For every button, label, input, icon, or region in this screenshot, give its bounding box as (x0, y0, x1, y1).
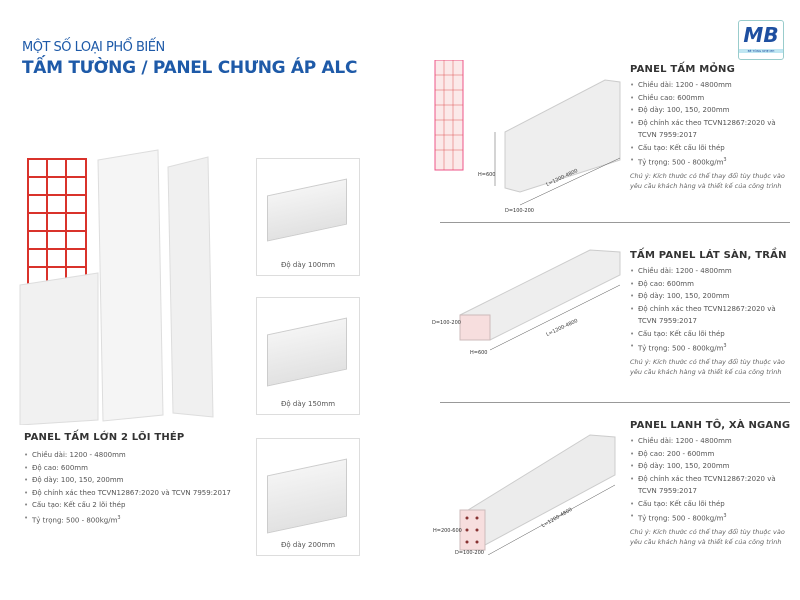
density: Tỷ trọng: 500 - 800kg/m (638, 514, 724, 523)
spec-item: Tỷ trọng: 500 - 800kg/m3 (24, 512, 231, 527)
spec-item: Tỷ trọng: 500 - 800kg/m3 (630, 510, 795, 525)
large-panel-heading: PANEL TẤM LỚN 2 LÕI THÉP (24, 432, 185, 443)
sample-card-200mm: Độ dày 200mm (256, 438, 360, 556)
sample-caption: Độ dày 100mm (280, 261, 336, 269)
lintel-specs: PANEL LANH TÔ, XÀ NGANG Chiều dài: 1200 … (630, 420, 795, 547)
dim-height: H=200-600 (433, 528, 462, 534)
sample-card-100mm: Độ dày 100mm (256, 158, 360, 276)
divider (440, 402, 790, 403)
spec-item: Độ chính xác theo TCVN12867:2020 và TCVN… (630, 303, 795, 328)
dim-depth: D=100-200 (432, 320, 461, 326)
spec-item: Độ dày: 100, 150, 200mm (24, 474, 231, 487)
page-subtitle: MỘT SỐ LOẠI PHỔ BIẾN (22, 40, 165, 55)
spec-item: Chiều dài: 1200 - 4800mm (630, 79, 795, 92)
logo-mark: MB (743, 23, 779, 47)
density: Tỷ trọng: 500 - 800kg/m (638, 344, 724, 353)
thin-panel-specs: PANEL TẤM MỎNG Chiều dài: 1200 - 4800mm … (630, 64, 795, 191)
product-heading: TẤM PANEL LÁT SÀN, TRẦN (630, 250, 787, 261)
divider (440, 222, 790, 223)
spec-item: Độ dày: 100, 150, 200mm (630, 104, 795, 117)
spec-item: Chiều dài: 1200 - 4800mm (24, 449, 231, 462)
logo: MB BÊ TÔNG NHẸ MH (738, 20, 784, 60)
density-sup: 3 (723, 513, 727, 519)
sample-caption: Độ dày 150mm (280, 400, 336, 408)
spec-item: Cấu tạo: Kết cấu lõi thép (630, 498, 795, 511)
density-sup: 3 (723, 157, 727, 163)
note: Chú ý: Kích thước có thể thay đổi tùy th… (630, 357, 785, 376)
spec-item: Cấu tạo: Kết cấu 2 lõi thép (24, 499, 231, 512)
spec-item: Độ dày: 100, 150, 200mm (630, 290, 795, 303)
product-heading: PANEL LANH TÔ, XÀ NGANG (630, 420, 791, 431)
floor-panel-specs: TẤM PANEL LÁT SÀN, TRẦN Chiều dài: 1200 … (630, 250, 795, 377)
dim-depth: D=100-200 (455, 550, 484, 556)
spec-item: Độ chính xác theo TCVN12867:2020 và TCVN… (630, 117, 795, 142)
spec-item: Tỷ trọng: 500 - 800kg/m3 (630, 154, 795, 169)
spec-item: Độ cao: 600mm (630, 278, 795, 291)
spec-item: Độ cao: 200 - 600mm (630, 448, 795, 461)
note: Chú ý: Kích thước có thể thay đổi tùy th… (630, 527, 785, 546)
logo-tagline: BÊ TÔNG NHẸ MH (739, 49, 783, 53)
density-sup: 3 (723, 343, 727, 349)
dim-height: H=600 (478, 172, 496, 178)
sample-caption: Độ dày 200mm (280, 541, 336, 549)
thin-panel-diagram (434, 60, 621, 206)
spec-item: Độ chính xác theo TCVN12867:2020 và TCVN… (630, 473, 795, 498)
note: Chú ý: Kích thước có thể thay đổi tùy th… (630, 171, 785, 190)
rebar-cage-icon (27, 158, 87, 285)
lintel-diagram (459, 434, 616, 555)
sample-card-150mm: Độ dày 150mm (256, 297, 360, 415)
density: Tỷ trọng: 500 - 800kg/m (32, 515, 118, 524)
spec-item: Chiều dài: 1200 - 4800mm (630, 265, 795, 278)
dim-height: H=600 (470, 350, 488, 356)
spec-item: Tỷ trọng: 500 - 800kg/m3 (630, 340, 795, 355)
spec-item: Độ cao: 600mm (24, 462, 231, 475)
spec-item: Cấu tạo: Kết cấu lõi thép (630, 142, 795, 155)
spec-item: Chiều dài: 1200 - 4800mm (630, 435, 795, 448)
dim-depth: D=100-200 (505, 208, 534, 214)
large-panel-specs: PANEL TẤM LỚN 2 LÕI THÉP Chiều dài: 1200… (24, 432, 231, 526)
spec-item: Cấu tạo: Kết cấu lõi thép (630, 328, 795, 341)
spec-item: Chiều cao: 600mm (630, 92, 795, 105)
spec-item: Độ chính xác theo TCVN12867:2020 và TCVN… (24, 487, 231, 500)
density: Tỷ trọng: 500 - 800kg/m (638, 158, 724, 167)
page-title: TẤM TƯỜNG / PANEL CHƯNG ÁP ALC (22, 58, 358, 78)
floor-panel-diagram (459, 249, 621, 351)
product-heading: PANEL TẤM MỎNG (630, 64, 736, 75)
spec-item: Độ dày: 100, 150, 200mm (630, 460, 795, 473)
large-panel-illustration (19, 149, 214, 425)
density-sup: 3 (117, 514, 121, 521)
